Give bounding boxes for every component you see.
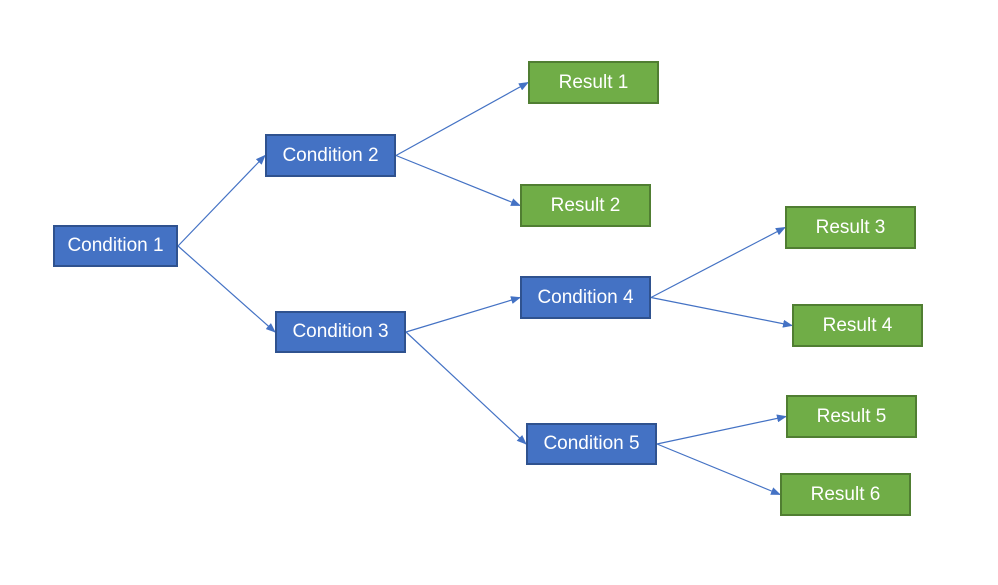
result-5-box: Result 5 [786,395,917,438]
arrow-c5-to-r5 [656,414,787,445]
condition-4-box: Condition 4 [520,276,651,319]
result-6-box: Result 6 [780,473,911,516]
arrow-c5-to-r6 [656,443,781,496]
condition-1-box: Condition 1 [53,225,178,267]
arrow-c3-to-c5 [405,331,527,445]
arrow-c1-to-c2 [177,154,266,247]
arrow-c2-to-r2 [395,154,521,207]
condition-3-box: Condition 3 [275,311,406,353]
arrow-c1-to-c3 [177,245,276,333]
arrow-c4-to-r3 [650,226,786,299]
arrow-c4-to-r4 [650,296,793,328]
result-1-box: Result 1 [528,61,659,104]
condition-2-box: Condition 2 [265,134,396,177]
result-3-box: Result 3 [785,206,916,249]
result-4-box: Result 4 [792,304,923,347]
condition-5-box: Condition 5 [526,423,657,465]
arrow-c3-to-c4 [405,296,521,333]
arrow-c2-to-r1 [395,81,529,157]
result-2-box: Result 2 [520,184,651,227]
